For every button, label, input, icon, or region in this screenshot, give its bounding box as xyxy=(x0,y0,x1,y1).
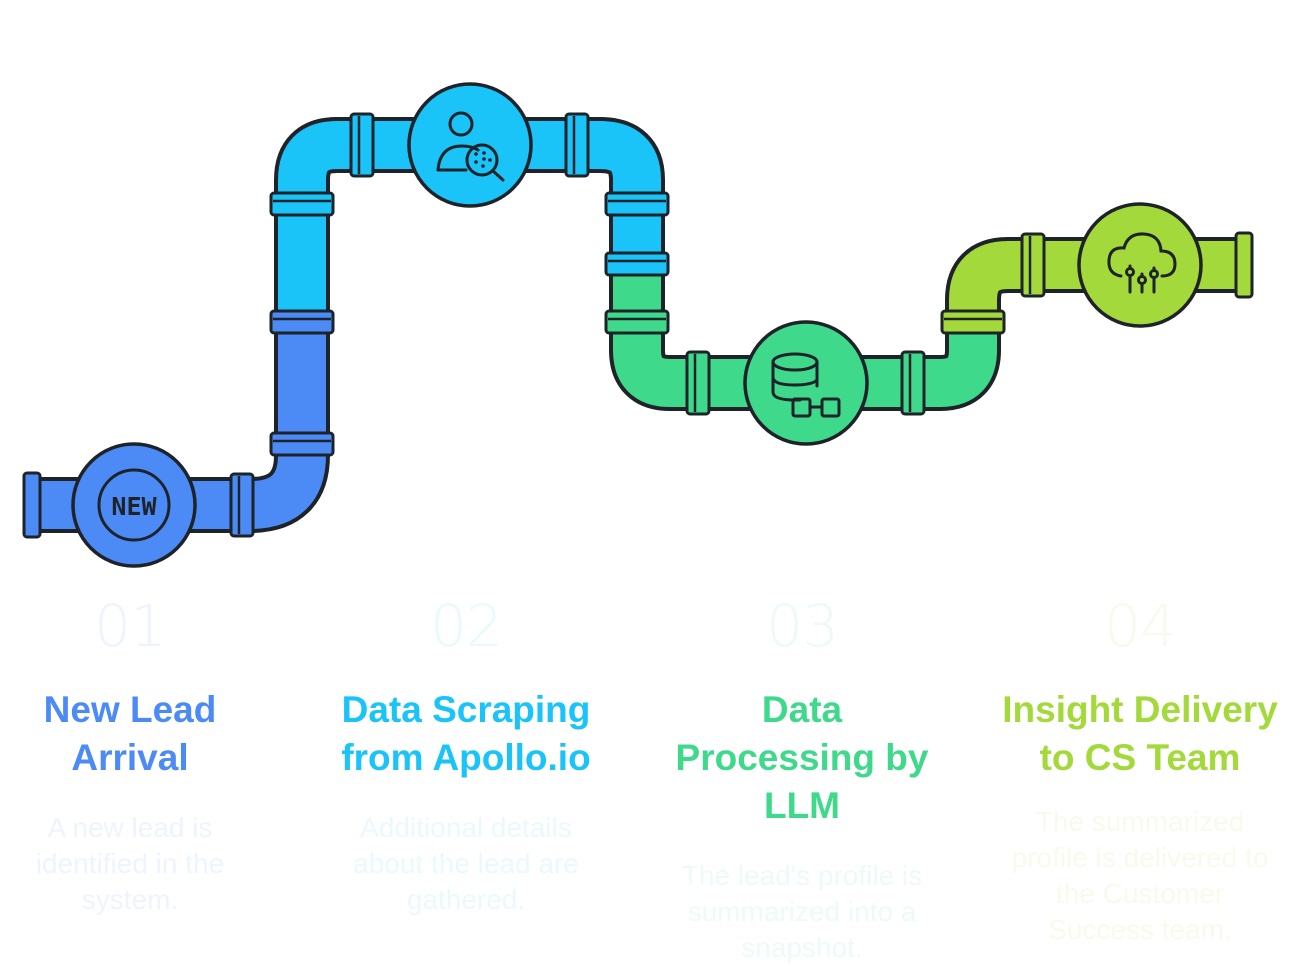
step-number: 01 xyxy=(94,592,167,660)
pipe-coupling xyxy=(940,309,1006,335)
step-number: 04 xyxy=(1104,592,1177,660)
magnifier-dot xyxy=(482,157,486,161)
pipe-coupling xyxy=(269,309,335,335)
magnifier-dot xyxy=(474,152,478,156)
node-circle xyxy=(1077,202,1203,328)
pipe-coupling xyxy=(229,472,255,538)
step-title-line: from Apollo.io xyxy=(341,737,591,778)
network-node xyxy=(1137,275,1147,285)
network-node xyxy=(1149,269,1159,279)
step-description: The summarized profile is delivered to t… xyxy=(990,804,1290,948)
pipe-coupling xyxy=(1020,232,1046,298)
magnifier-lens xyxy=(465,143,499,177)
cloud-outline xyxy=(1107,232,1177,278)
step-description: A new lead is identified in the system. xyxy=(0,810,280,918)
magnifier-dot xyxy=(482,151,486,155)
pipe-end-cap xyxy=(1234,231,1254,299)
pipe-coupling xyxy=(349,112,375,178)
badge-ring xyxy=(97,468,171,542)
new-badge-icon: NEW xyxy=(97,468,171,542)
step-number: 03 xyxy=(766,592,839,660)
step-description-line: gathered. xyxy=(406,884,526,915)
pipe-coupling xyxy=(604,251,670,277)
person-head xyxy=(448,111,474,137)
step-description: Additional details about the lead are ga… xyxy=(316,810,616,918)
pipe-coupling xyxy=(564,112,590,178)
step-description-line: A new lead is xyxy=(47,812,213,843)
pipe-coupling xyxy=(269,431,335,457)
step-description-line: profile is delivered to xyxy=(1011,842,1269,873)
node-new-lead: NEW xyxy=(71,442,197,568)
magnifier-dot xyxy=(474,160,478,164)
magnifier-dot xyxy=(488,158,492,162)
step-description-line: the Customer xyxy=(1055,878,1225,909)
person-search-icon xyxy=(436,111,505,182)
network-node xyxy=(1125,267,1135,277)
db-middle xyxy=(771,375,819,387)
pipe-coupling xyxy=(604,309,670,335)
database-flow-icon xyxy=(771,352,841,418)
node-circle xyxy=(71,442,197,568)
step-title: New Lead Arrival xyxy=(0,686,280,782)
step-description-line: identified in the xyxy=(35,848,225,879)
step-description-line: snapshot. xyxy=(741,932,863,963)
step-title-line: Insight Delivery xyxy=(1002,689,1278,730)
cloud-network-icon xyxy=(1107,232,1177,294)
step-title-line: Arrival xyxy=(71,737,189,778)
pipe-coupling xyxy=(900,350,926,416)
pipe-coupling xyxy=(604,191,670,217)
pipe-segment-4 xyxy=(949,241,1243,324)
step-description-line: about the lead are xyxy=(353,848,579,879)
step-description-line: Additional details xyxy=(360,812,572,843)
step-description-line: The lead's profile is xyxy=(681,860,923,891)
step-title-line: Data Scraping xyxy=(341,689,591,730)
node-circle xyxy=(407,82,533,208)
node-insight-delivery xyxy=(1077,202,1203,328)
step-title: Data Scraping from Apollo.io xyxy=(316,686,616,782)
node-data-processing xyxy=(743,320,869,446)
step-description-line: Success team. xyxy=(1048,914,1232,945)
step-title: Data Processing by LLM xyxy=(652,686,952,830)
step-title-line: to CS Team xyxy=(1039,737,1241,778)
step-title-line: Processing by xyxy=(675,737,929,778)
step-title-line: New Lead xyxy=(43,689,217,730)
step-description-line: system. xyxy=(81,884,179,915)
pipe-end-cap xyxy=(22,471,42,539)
pipeline-diagram: NEW xyxy=(22,82,1254,568)
step-description: The lead's profile is summarized into a … xyxy=(652,858,952,966)
pipe-coupling xyxy=(269,191,335,217)
badge-text: NEW xyxy=(111,492,157,521)
step-description-line: summarized into a xyxy=(687,896,917,927)
step-number: 02 xyxy=(430,592,503,660)
step-title-line: Data xyxy=(761,689,843,730)
node-data-scraping xyxy=(407,82,533,208)
magnifier-dot xyxy=(481,164,485,168)
pipe-coupling xyxy=(685,350,711,416)
step-description-line: The summarized xyxy=(1035,806,1245,837)
magnifier-handle xyxy=(491,169,505,182)
step-title-line: LLM xyxy=(763,785,841,826)
pipe-segment-2 xyxy=(278,121,661,325)
step-title: Insight Delivery to CS Team xyxy=(990,686,1290,782)
